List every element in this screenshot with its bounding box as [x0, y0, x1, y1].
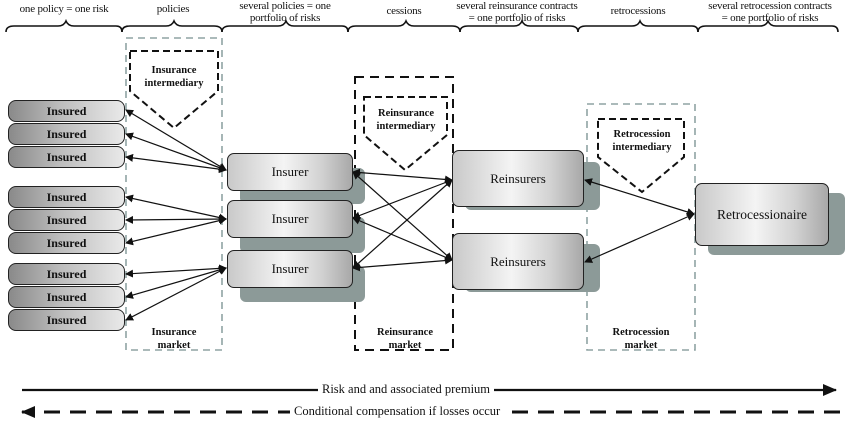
- brace-3: [221, 18, 349, 33]
- insured-box[interactable]: Insured: [8, 209, 125, 231]
- insurer-box[interactable]: Insurer: [227, 250, 353, 288]
- header-braces: [5, 18, 839, 33]
- brace-6: [577, 18, 699, 33]
- risk-premium-label: Risk and and associated premium: [318, 382, 495, 397]
- brace-7: [697, 18, 839, 33]
- reinsurer-box[interactable]: Reinsurers: [452, 233, 584, 290]
- insurance-arrows: [125, 109, 227, 321]
- reinsurance-arrows: [352, 168, 453, 272]
- insured-box[interactable]: Insured: [8, 232, 125, 254]
- insurer-box[interactable]: Insurer: [227, 200, 353, 238]
- insured-box[interactable]: Insured: [8, 309, 125, 331]
- brace-2: [121, 18, 223, 33]
- header-several-reinsurance: several reinsurance contracts= one portf…: [456, 0, 578, 24]
- retrocession-arrows: [584, 178, 695, 263]
- header-cessions: cessions: [386, 5, 422, 17]
- brace-1: [5, 18, 123, 33]
- header-policies: policies: [156, 3, 190, 15]
- header-retrocessions: retrocessions: [610, 5, 666, 17]
- insured-box[interactable]: Insured: [8, 123, 125, 145]
- compensation-label: Conditional compensation if losses occur: [290, 404, 505, 419]
- insurer-box[interactable]: Insurer: [227, 153, 353, 191]
- brace-4: [347, 18, 461, 33]
- retrocession-intermediary-shape: [597, 118, 685, 194]
- brace-5: [459, 18, 579, 33]
- insured-box[interactable]: Insured: [8, 186, 125, 208]
- insured-box[interactable]: Insured: [8, 263, 125, 285]
- insured-box[interactable]: Insured: [8, 100, 125, 122]
- retrocessionaire-box[interactable]: Retrocessionaire: [695, 183, 829, 246]
- insured-box[interactable]: Insured: [8, 146, 125, 168]
- header-several-retrocession: several retrocession contracts= one port…: [708, 0, 832, 24]
- reinsurer-box[interactable]: Reinsurers: [452, 150, 584, 207]
- header-one-policy: one policy = one risk: [19, 3, 109, 15]
- insurance-market-boundary: [125, 37, 223, 351]
- reinsurance-intermediary-shape: [363, 96, 448, 172]
- insured-box[interactable]: Insured: [8, 286, 125, 308]
